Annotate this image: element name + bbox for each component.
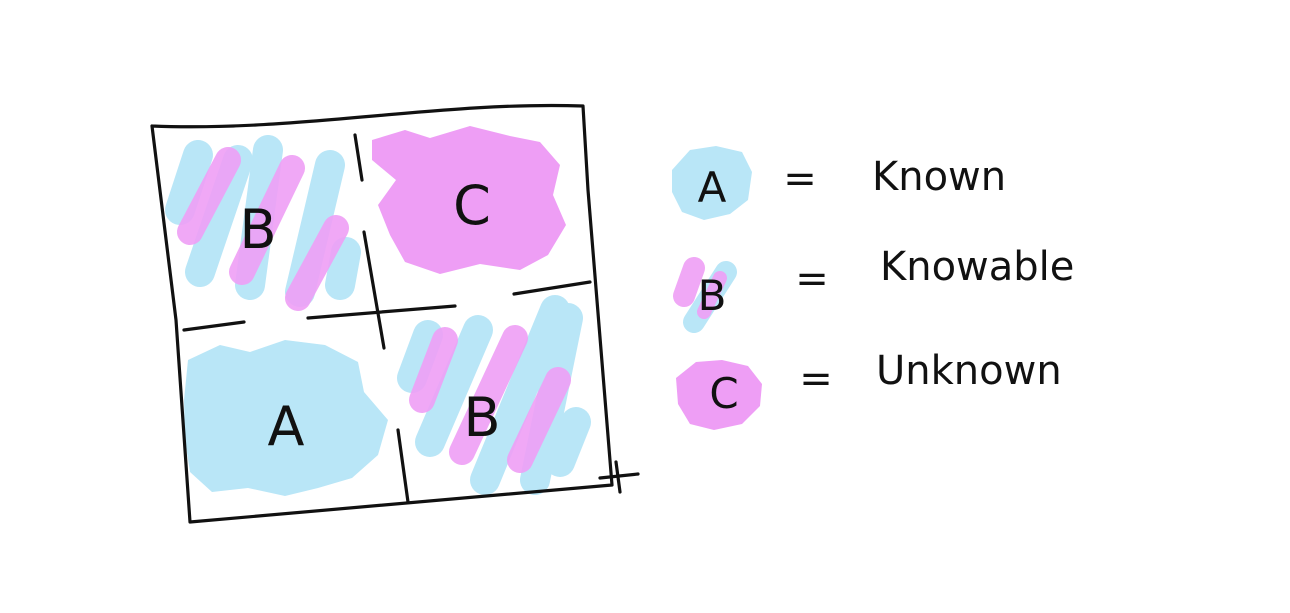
- quadrant-bottom-left-label: A: [268, 395, 305, 458]
- legend: A = Known B = Knowable C = Unknown: [672, 146, 1074, 430]
- quadrant-top-left-label: B: [239, 198, 276, 261]
- quadrant-bottom-right-label: B: [463, 386, 500, 449]
- divider-vertical-top: [353, 133, 364, 182]
- divider-vertical-middle: [362, 230, 386, 350]
- legend-equals: =: [799, 356, 833, 402]
- legend-label: Known: [872, 154, 1006, 200]
- legend-equals: =: [783, 156, 817, 202]
- legend-key: B: [698, 271, 727, 320]
- legend-item-known: A = Known: [672, 146, 1006, 220]
- legend-item-unknown: C = Unknown: [676, 348, 1062, 430]
- legend-item-knowable: B = Knowable: [673, 244, 1074, 333]
- unknown-stripes: [409, 325, 571, 473]
- quadrant-top-right-fill: [372, 126, 566, 274]
- grid-lines: [150, 103, 640, 524]
- divider-horizontal-left: [182, 320, 246, 332]
- quadrant-bottom-left-fill: [184, 340, 388, 496]
- legend-key: A: [698, 163, 727, 212]
- legend-swatch-unknown: [676, 360, 762, 430]
- unknown-stripes: [177, 147, 349, 311]
- divider-vertical-bottom: [396, 428, 410, 504]
- border-tick-bottom-right: [614, 460, 622, 494]
- quadrant-top-left-fill: [165, 135, 361, 311]
- quadrant-top-right-label: C: [453, 174, 491, 237]
- legend-key: C: [709, 369, 738, 418]
- legend-label: Knowable: [880, 244, 1074, 290]
- legend-swatch-known: [672, 146, 752, 220]
- quadrant-bottom-right-fill: [397, 295, 591, 495]
- divider-horizontal-right: [512, 280, 592, 296]
- legend-equals: =: [795, 256, 829, 302]
- divider-horizontal-middle: [306, 304, 457, 320]
- outer-border: [150, 103, 614, 524]
- legend-label: Unknown: [876, 348, 1062, 394]
- legend-swatch-knowable: [673, 257, 737, 333]
